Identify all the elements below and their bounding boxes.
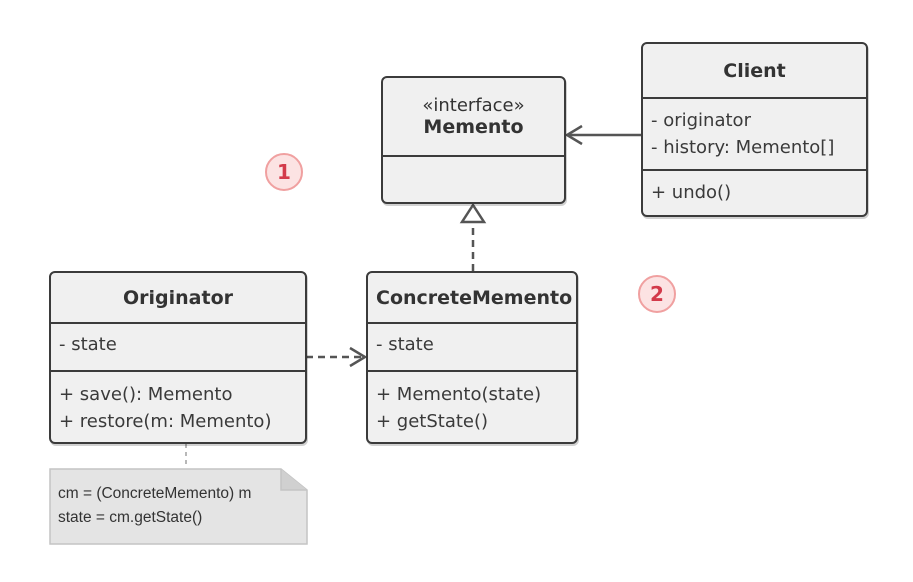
realization-arrowhead [459,202,487,224]
concrete-memento-methods: + Memento(state) + getState() [368,370,576,442]
concrete-memento-fields: - state [368,322,576,370]
client-field: - originator [651,110,751,131]
dependency-arrowhead [349,346,368,368]
note-line: cm = (ConcreteMemento) m [58,485,252,502]
client-header: Client [643,44,866,97]
memento-body [383,155,564,202]
client-name: Client [723,59,786,82]
note-line: state = cm.getState() [58,509,203,526]
originator-header: Originator [51,273,305,322]
step-badge-2: 2 [638,275,676,313]
note-shape [49,468,308,545]
originator-class: Originator - state + save(): Memento + r… [49,271,307,444]
concrete-memento-method: + getState() [376,411,489,432]
client-fields: - originator - history: Memento[] [643,97,866,169]
memento-class: «interface» Memento [381,76,566,204]
originator-field: - state [59,334,117,355]
client-methods: + undo() [643,169,866,215]
originator-method: + restore(m: Memento) [59,411,272,432]
memento-stereotype: «interface» [422,95,525,116]
concrete-memento-header: ConcreteMemento [368,273,576,322]
concrete-memento-method: + Memento(state) [376,384,542,405]
concrete-memento-name: ConcreteMemento [376,286,573,309]
step-badge-1: 1 [265,153,303,191]
concrete-memento-class: ConcreteMemento - state + Memento(state)… [366,271,578,444]
originator-method: + save(): Memento [59,384,233,405]
memento-header: «interface» Memento [383,78,564,155]
association-arrowhead [564,124,583,146]
originator-methods: + save(): Memento + restore(m: Memento) [51,370,305,442]
client-class: Client - originator - history: Memento[]… [641,42,868,217]
originator-fields: - state [51,322,305,370]
code-note: cm = (ConcreteMemento) m state = cm.getS… [49,468,308,545]
client-field: - history: Memento[] [651,137,835,158]
note-text: cm = (ConcreteMemento) m state = cm.getS… [58,482,251,530]
memento-name: Memento [423,116,524,138]
concrete-memento-field: - state [376,334,434,355]
originator-name: Originator [122,286,233,309]
client-method: + undo() [651,182,732,203]
